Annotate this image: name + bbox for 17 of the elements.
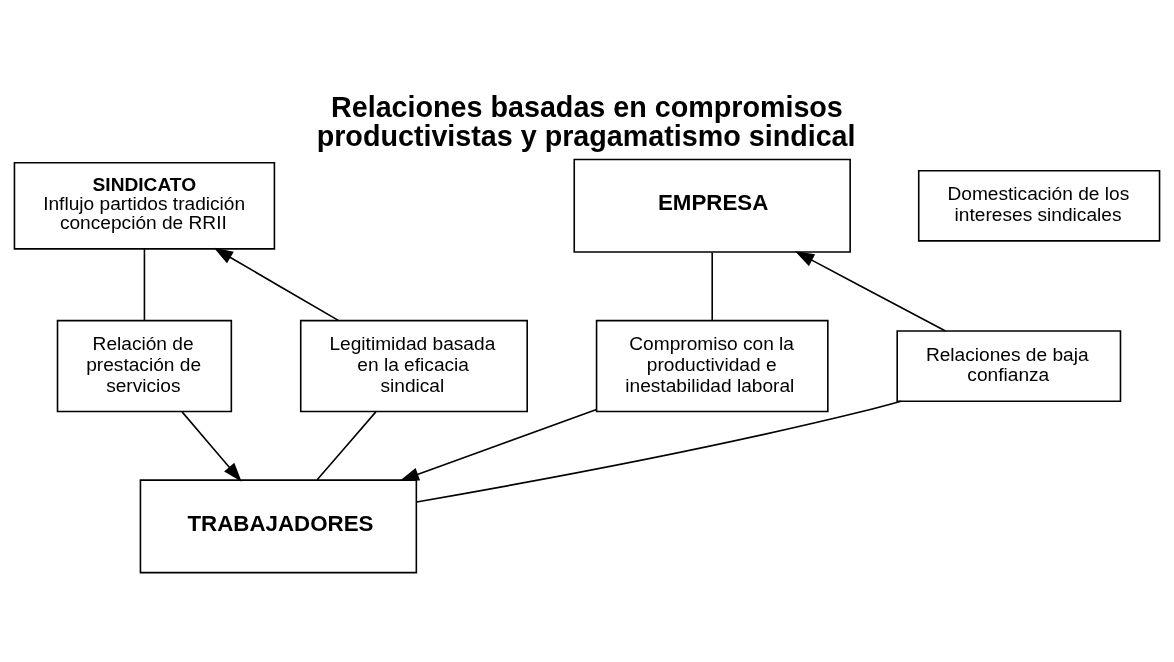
connector [711, 251, 713, 322]
diagram-title: Relaciones basadas en compromisos productivistas y pragamatismo sindical [316, 91, 856, 152]
node-box: SINDICATO Influjo partidos tradición concepción de RRII [13, 161, 276, 250]
connector [316, 411, 377, 481]
arrow [399, 408, 598, 481]
connector [415, 400, 902, 503]
node-box: Legitimidad basada en la eficacia sindical [299, 319, 528, 413]
connector [143, 248, 146, 322]
node-box: Compromiso con la productividad e inestabilidad laboral [595, 319, 829, 413]
node-box: EMPRESA [573, 158, 851, 253]
node-box: Domesticación de los intereses sindicales [917, 169, 1161, 242]
arrow [181, 411, 242, 482]
arrow [795, 251, 947, 332]
arrow [213, 247, 340, 322]
node-box: TRABAJADORES [139, 479, 418, 574]
node-box: Relaciones de baja confianza [896, 330, 1122, 402]
node-box: Relación de prestación de servicios [56, 319, 233, 413]
